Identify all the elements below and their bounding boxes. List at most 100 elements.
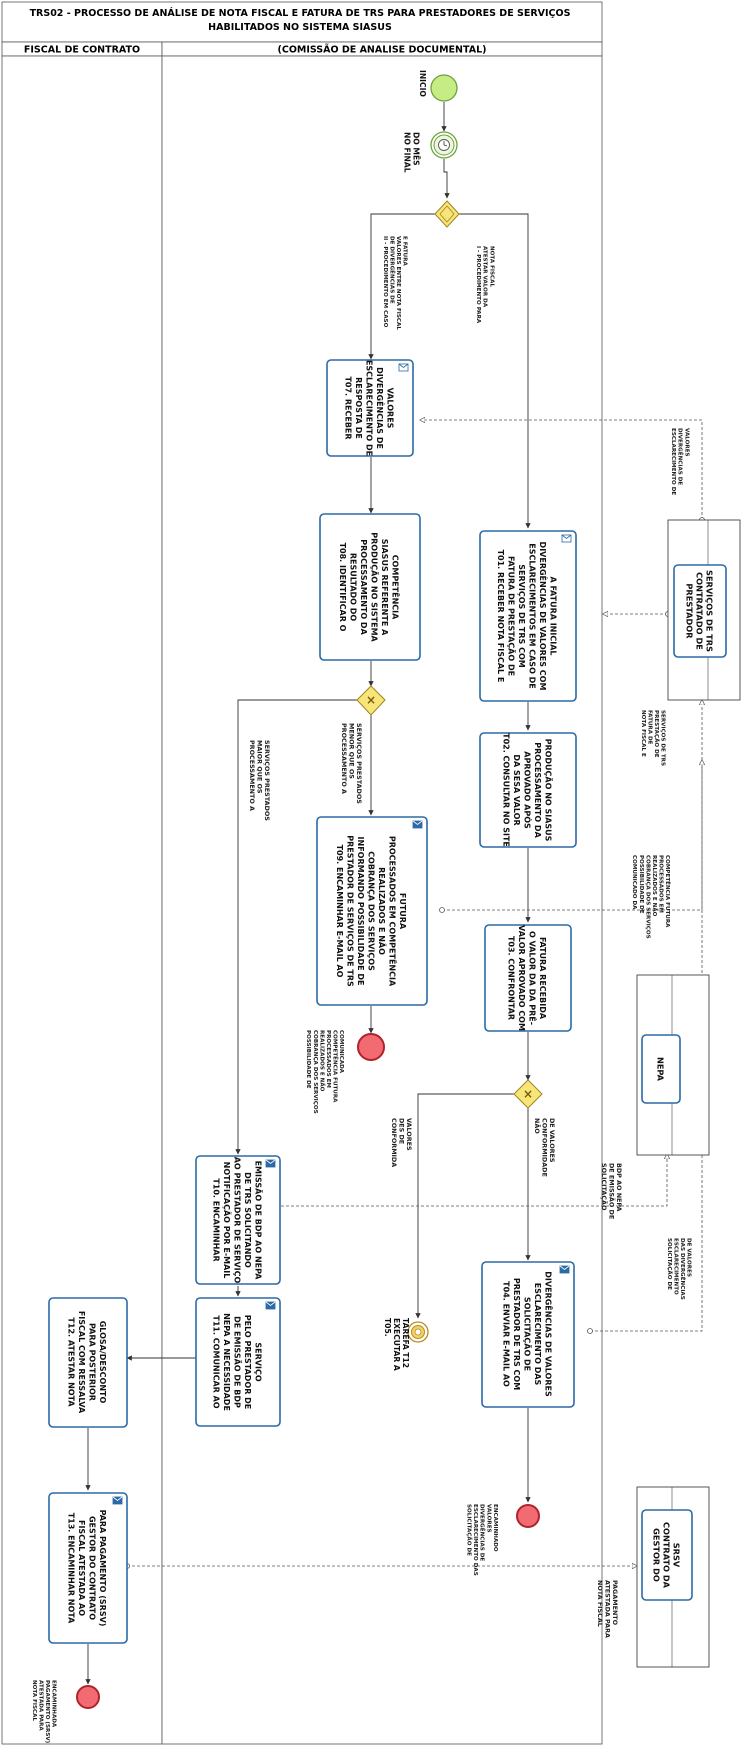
msg-nota-fiscal-label-line: SERVIÇOS DE TRS xyxy=(660,710,666,766)
pool-prestador-label-line: CONTRATADO DE xyxy=(695,572,705,650)
gw2-label-menor-line: MENOR QUE OS xyxy=(347,723,355,779)
gateway-1 xyxy=(434,200,460,228)
task-t13-label-line: T13. ENCAMINHAR NOTA xyxy=(67,1513,76,1624)
task-t09-label-line: COBRANÇA DOS SERVIÇOS xyxy=(366,851,375,971)
task-t02[interactable] xyxy=(479,732,577,848)
task-t13[interactable] xyxy=(48,1492,128,1644)
task-t10-label-line: T10. ENCAMINHAR xyxy=(211,1178,220,1261)
t04-end-label-line: ESCLARECIMENTO DAS xyxy=(472,1504,478,1576)
t13-end-label-line: PAGAMENTO (SRSV) xyxy=(44,1680,50,1744)
task-icons xyxy=(112,363,572,1505)
task-t01[interactable] xyxy=(479,530,577,702)
task-t07-label-line: ESCLARECIMENTO DE xyxy=(364,360,373,456)
msg-bdp-label-line: DE EMISSÃO DE xyxy=(607,1163,616,1219)
task-t11[interactable] xyxy=(195,1297,281,1427)
task-t02-label-line: PROCESSAMENTO DA xyxy=(533,742,542,838)
task-t10-label-line: AO PRESTADOR DE SERVIÇO xyxy=(232,1157,241,1284)
task-t12-label-line: PARA POSTERIOR xyxy=(88,1323,97,1401)
msg-nota-atestada-label: NOTA FISCALATESTADA PARAPAGAMENTO xyxy=(596,1580,619,1638)
task-t12-label-line: FISCAL COM RESSALVA xyxy=(77,1311,86,1414)
msg-solicitacao-label-line: DE VALORES xyxy=(686,1238,692,1277)
task-t08-label-line: SIASUS REFERENTE A xyxy=(380,539,389,636)
task-t09[interactable] xyxy=(316,816,428,1006)
task-t04[interactable] xyxy=(481,1261,575,1408)
gw1-label-i-line: I - PROCEDIMENTO PARA xyxy=(475,246,481,324)
gw2-label-menor-line: PROCESSAMENTO A xyxy=(340,723,348,794)
msg-esclarecimento-label-line: DIVERGÊNCIAS DE xyxy=(677,428,685,485)
msg-solicitacao-label-line: SOLICITAÇÃO DE xyxy=(666,1238,673,1290)
msg-bdp-label: SOLICITAÇÃODE EMISSÃO DEBDP AO NEPA xyxy=(600,1163,623,1219)
task-t09-label-line: INFORMANDO POSSIBILIDADE DE xyxy=(356,837,365,986)
task-t07-label-line: T07. RECEBER xyxy=(343,376,352,439)
msg-esclarecimento-label-line: ESCLARECIMENTO DE xyxy=(670,428,676,495)
title-block: TRS02 - PROCESSO DE ANÁLISE DE NOTA FISC… xyxy=(1,1,603,43)
task-t08-label-line: COMPETÊNCIA xyxy=(391,555,402,620)
task-t08-label-line: RESULTADO DO xyxy=(349,553,358,622)
t05-event-label-line: TAREFA T12 xyxy=(401,1318,410,1368)
pool-gestor-label: GESTOR DOCONTRATO DASRSV xyxy=(652,1522,682,1589)
task-t09-label-line: FUTURA xyxy=(398,893,407,930)
task-t08-label-line: T08. IDENTIFICAR O xyxy=(338,543,347,632)
timer-event-label: NO FINALDO MÊS xyxy=(402,132,420,173)
msg-nota-fiscal-label-line: FATURA DE xyxy=(646,710,652,745)
task-t04-label-line: ESCLARECIMENTO DAS xyxy=(533,1283,542,1386)
gw1-label-ii-line: II - PROCEDIMENTO EM CASO xyxy=(382,236,388,328)
msg-nota-atestada-label-line: ATESTADA PARA xyxy=(603,1580,611,1638)
start-event xyxy=(430,74,458,102)
task-t12[interactable] xyxy=(48,1297,128,1428)
task-t10[interactable] xyxy=(195,1155,281,1285)
msg-comunicado-label-line: POSSIBILIDADE DE xyxy=(638,855,644,914)
msg-nota-atestada-label-line: NOTA FISCAL xyxy=(596,1580,604,1627)
msg-comunicado-label-line: COMUNICADO DA xyxy=(631,855,637,910)
envelope-icon xyxy=(398,363,409,372)
task-t13-label-line: PARA PAGAMENTO (SRSV) xyxy=(98,1510,107,1627)
t09-end-label-line: COMPETÊNCIA FUTURA xyxy=(332,1030,340,1103)
msg-nota-fiscal-label: NOTA FISCAL EFATURA DEPRESTAÇÃO DESERVIÇ… xyxy=(640,710,666,766)
task-t03[interactable] xyxy=(484,924,572,1032)
end-event-t04 xyxy=(516,1504,540,1528)
msg-bdp-label-line: SOLICITAÇÃO xyxy=(600,1163,609,1211)
gw3-label-conformidade-line: DES DE xyxy=(397,1118,405,1144)
exclusive-x-icon-2: × xyxy=(523,1087,533,1101)
pool-prestador-label-line: PRESTADOR xyxy=(685,583,695,639)
task-t08[interactable] xyxy=(319,513,421,661)
pool-gestor-label-line: SRSV xyxy=(672,1543,682,1568)
lane-headers: FISCAL DE CONTRATO (COMISSÃO DE ANALISE … xyxy=(1,41,603,57)
task-t10-label-line: NOTIFICAÇÃO POR E-MAIL xyxy=(222,1162,232,1279)
pool-nepa xyxy=(636,974,710,1156)
envelope-icon xyxy=(265,1301,276,1310)
t09-end-label-line: COBRANÇA DOS SERVIÇOS xyxy=(312,1030,318,1114)
task-t13-label-line: FISCAL ATESTADA AO xyxy=(77,1520,86,1616)
pool-nepa-label-line: NEPA xyxy=(656,1057,666,1082)
task-t02-label-line: DA SESA VALOR xyxy=(512,754,521,825)
lane-bodies xyxy=(1,55,603,1745)
t04-end-label-line: VALORES xyxy=(485,1504,491,1533)
sequence-flows xyxy=(85,102,531,1685)
task-t07-label-line: RESPOSTA DE xyxy=(354,377,363,439)
pool-prestador-label: PRESTADORCONTRATADO DESERVIÇOS DE TRS xyxy=(685,570,715,652)
gw1-label-ii: II - PROCEDIMENTO EM CASODE DIVERGÊNCIAS… xyxy=(382,236,408,330)
start-event-label: INICIO xyxy=(418,70,427,97)
gw2-label-menor-line: SERVIÇOS PRESTADOS xyxy=(355,723,363,804)
exclusive-x-icon: × xyxy=(366,693,376,707)
task-t08-label-line: PRODUÇÃO NO SISTEMA xyxy=(370,532,380,642)
lane-fiscal-de-contrato: FISCAL DE CONTRATO xyxy=(24,45,140,56)
pool-nepa-label: NEPA xyxy=(656,1057,666,1082)
gw3-label-conformidade: CONFORMIDADES DEVALORES xyxy=(390,1118,413,1167)
msg-esclarecimento-label-line: VALORES xyxy=(683,428,689,457)
task-t07[interactable] xyxy=(326,359,414,457)
msg-nota-fiscal-label-line: NOTA FISCAL E xyxy=(640,710,646,757)
gw2-label-maior-line: PROCESSAMENTO A xyxy=(248,740,256,811)
t13-end-label-line: ENCAMINHADA xyxy=(51,1680,57,1728)
task-boxes xyxy=(48,359,577,1644)
task-t04-label-line: PRESTADOR DE TRS COM xyxy=(512,1278,521,1390)
t04-end-label-line: ENCAMINHADO xyxy=(492,1504,498,1552)
task-t08-label-line: PROCESSAMENTO DA xyxy=(359,539,368,635)
msg-comunicado-label-line: REALIZADOS E NÃO xyxy=(651,855,658,917)
end-event-t09 xyxy=(357,1033,385,1061)
